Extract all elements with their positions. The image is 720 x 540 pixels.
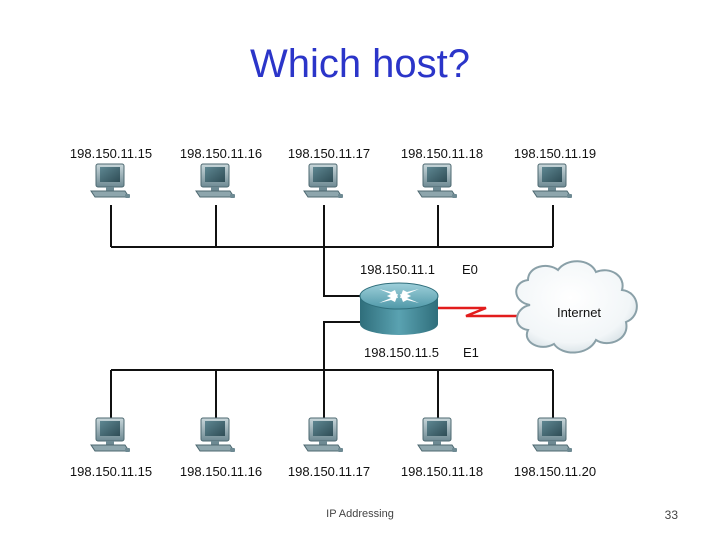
top-host-labels: 198.150.11.15 198.150.11.16 198.150.11.1… <box>70 146 596 161</box>
computer-icon[interactable] <box>195 163 236 199</box>
router-e0-label: E0 <box>462 262 478 277</box>
top-segment-lines <box>110 205 554 297</box>
bottom-hosts <box>90 417 573 453</box>
bottom-host-labels: 198.150.11.15 198.150.11.16 198.150.11.1… <box>70 464 596 479</box>
router-icon[interactable] <box>359 282 439 335</box>
computer-icon[interactable] <box>195 417 236 453</box>
internet-cloud <box>515 260 638 354</box>
host-label: 198.150.11.16 <box>180 464 262 479</box>
router-e1-label: E1 <box>463 345 479 360</box>
computer-icon[interactable] <box>303 417 344 453</box>
computer-icon[interactable] <box>90 417 131 453</box>
router-labels: 198.150.11.1 E0 198.150.11.5 E1 Internet <box>360 262 601 360</box>
page-number: 33 <box>664 508 678 522</box>
computer-icon[interactable] <box>532 163 573 199</box>
computer-icon[interactable] <box>532 417 573 453</box>
host-label: 198.150.11.16 <box>180 146 262 161</box>
computer-icon[interactable] <box>417 163 458 199</box>
bottom-segment-lines <box>110 321 554 418</box>
router-e0-address: 198.150.11.1 <box>360 262 435 277</box>
top-hosts <box>90 163 573 199</box>
computer-icon[interactable] <box>417 417 458 453</box>
footer-text: IP Addressing <box>326 508 394 520</box>
host-label: 198.150.11.15 <box>70 464 152 479</box>
computer-icon[interactable] <box>303 163 344 199</box>
computer-icon[interactable] <box>90 163 131 199</box>
host-label: 198.150.11.17 <box>288 146 370 161</box>
host-label: 198.150.11.19 <box>514 146 596 161</box>
host-label: 198.150.11.15 <box>70 146 152 161</box>
host-label: 198.150.11.20 <box>514 464 596 479</box>
router-e1-address: 198.150.11.5 <box>364 345 439 360</box>
cloud-icon <box>515 260 638 354</box>
slide-title: Which host? <box>249 42 471 86</box>
host-label: 198.150.11.18 <box>401 146 483 161</box>
serial-link-icon <box>438 306 524 318</box>
host-label: 198.150.11.18 <box>401 464 483 479</box>
host-label: 198.150.11.17 <box>288 464 370 479</box>
cloud-label: Internet <box>557 305 601 320</box>
